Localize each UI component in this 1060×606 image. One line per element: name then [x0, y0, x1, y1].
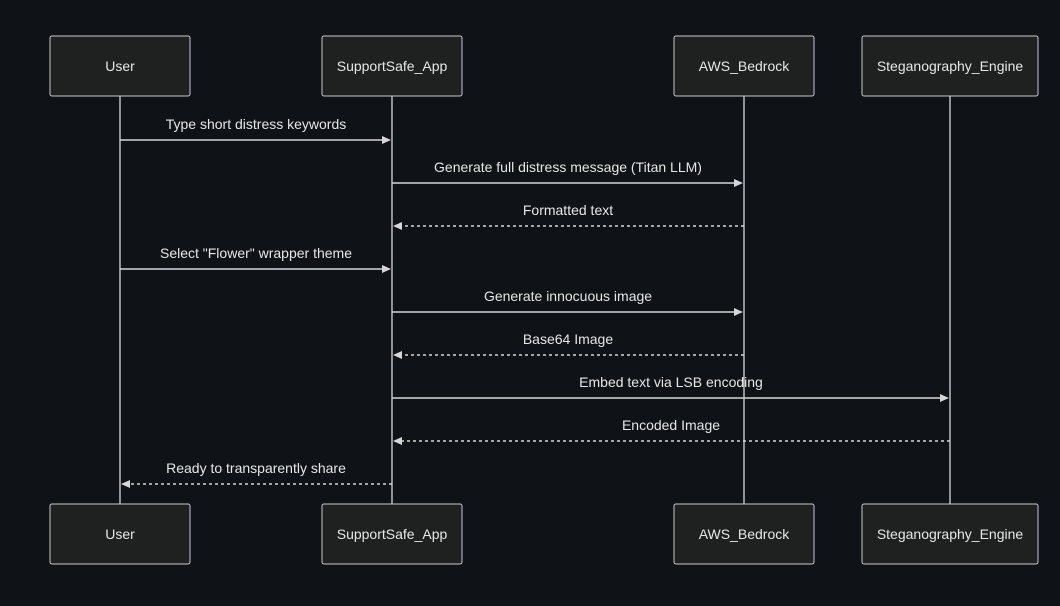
- message-label: Generate innocuous image: [484, 288, 652, 304]
- message-label: Select "Flower" wrapper theme: [160, 245, 352, 261]
- actor-box: [49, 503, 191, 565]
- message-label: Type short distress keywords: [166, 116, 347, 132]
- actor-user-top: User: [49, 35, 191, 97]
- message-base64-image: Base64 Image: [393, 331, 744, 359]
- message-label: Formatted text: [523, 202, 613, 218]
- arrowhead-icon: [393, 222, 402, 230]
- message-label: Generate full distress message (Titan LL…: [434, 159, 702, 175]
- lifelines: [119, 96, 951, 504]
- actors-bottom: User SupportSafe_App AWS_Bedrock Steganogra…: [49, 503, 1039, 565]
- message-generate-innocuous-image: Generate innocuous image: [392, 288, 743, 316]
- actor-bedrock-top: AWS_Bedrock: [673, 35, 815, 97]
- actor-label: SupportSafe_App: [337, 58, 448, 74]
- actor-user-bottom: User: [49, 503, 191, 565]
- message-generate-full-distress-message-titan-llm: Generate full distress message (Titan LL…: [392, 159, 743, 187]
- message-label: Embed text via LSB encoding: [579, 374, 763, 390]
- message-ready-to-transparently-share: Ready to transparently share: [121, 460, 392, 488]
- arrowhead-icon: [734, 179, 743, 187]
- actor-label: User: [105, 58, 135, 74]
- message-label: Ready to transparently share: [166, 460, 346, 476]
- actor-app-bottom: SupportSafe_App: [321, 503, 463, 565]
- actor-box: [861, 503, 1039, 565]
- actor-box: [321, 503, 463, 565]
- arrowhead-icon: [940, 394, 949, 402]
- actor-label: User: [105, 526, 135, 542]
- message-embed-text-via-lsb-encoding: Embed text via LSB encoding: [392, 374, 949, 402]
- actor-stego-bottom: Steganography_Engine: [861, 503, 1039, 565]
- arrowhead-icon: [121, 480, 130, 488]
- actor-label: AWS_Bedrock: [699, 526, 791, 542]
- actor-label: Steganography_Engine: [877, 526, 1024, 542]
- actor-box: [673, 35, 815, 97]
- actor-label: AWS_Bedrock: [699, 58, 791, 74]
- arrowhead-icon: [734, 308, 743, 316]
- message-label: Base64 Image: [523, 331, 613, 347]
- message-formatted-text: Formatted text: [393, 202, 744, 230]
- message-label: Encoded Image: [622, 417, 720, 433]
- arrowhead-icon: [382, 265, 391, 273]
- arrowhead-icon: [393, 351, 402, 359]
- message-type-short-distress-keywords: Type short distress keywords: [120, 116, 391, 144]
- actor-bedrock-bottom: AWS_Bedrock: [673, 503, 815, 565]
- actor-box: [861, 35, 1039, 97]
- actor-label: Steganography_Engine: [877, 58, 1024, 74]
- actor-app-top: SupportSafe_App: [321, 35, 463, 97]
- message-select-flower-wrapper-theme: Select "Flower" wrapper theme: [120, 245, 391, 273]
- actor-box: [673, 503, 815, 565]
- message-encoded-image: Encoded Image: [393, 417, 950, 445]
- actor-label: SupportSafe_App: [337, 526, 448, 542]
- actors-top: User SupportSafe_App AWS_Bedrock Steganogra…: [49, 35, 1039, 97]
- arrowhead-icon: [393, 437, 402, 445]
- actor-box: [321, 35, 463, 97]
- arrowhead-icon: [382, 136, 391, 144]
- actor-box: [49, 35, 191, 97]
- actor-stego-top: Steganography_Engine: [861, 35, 1039, 97]
